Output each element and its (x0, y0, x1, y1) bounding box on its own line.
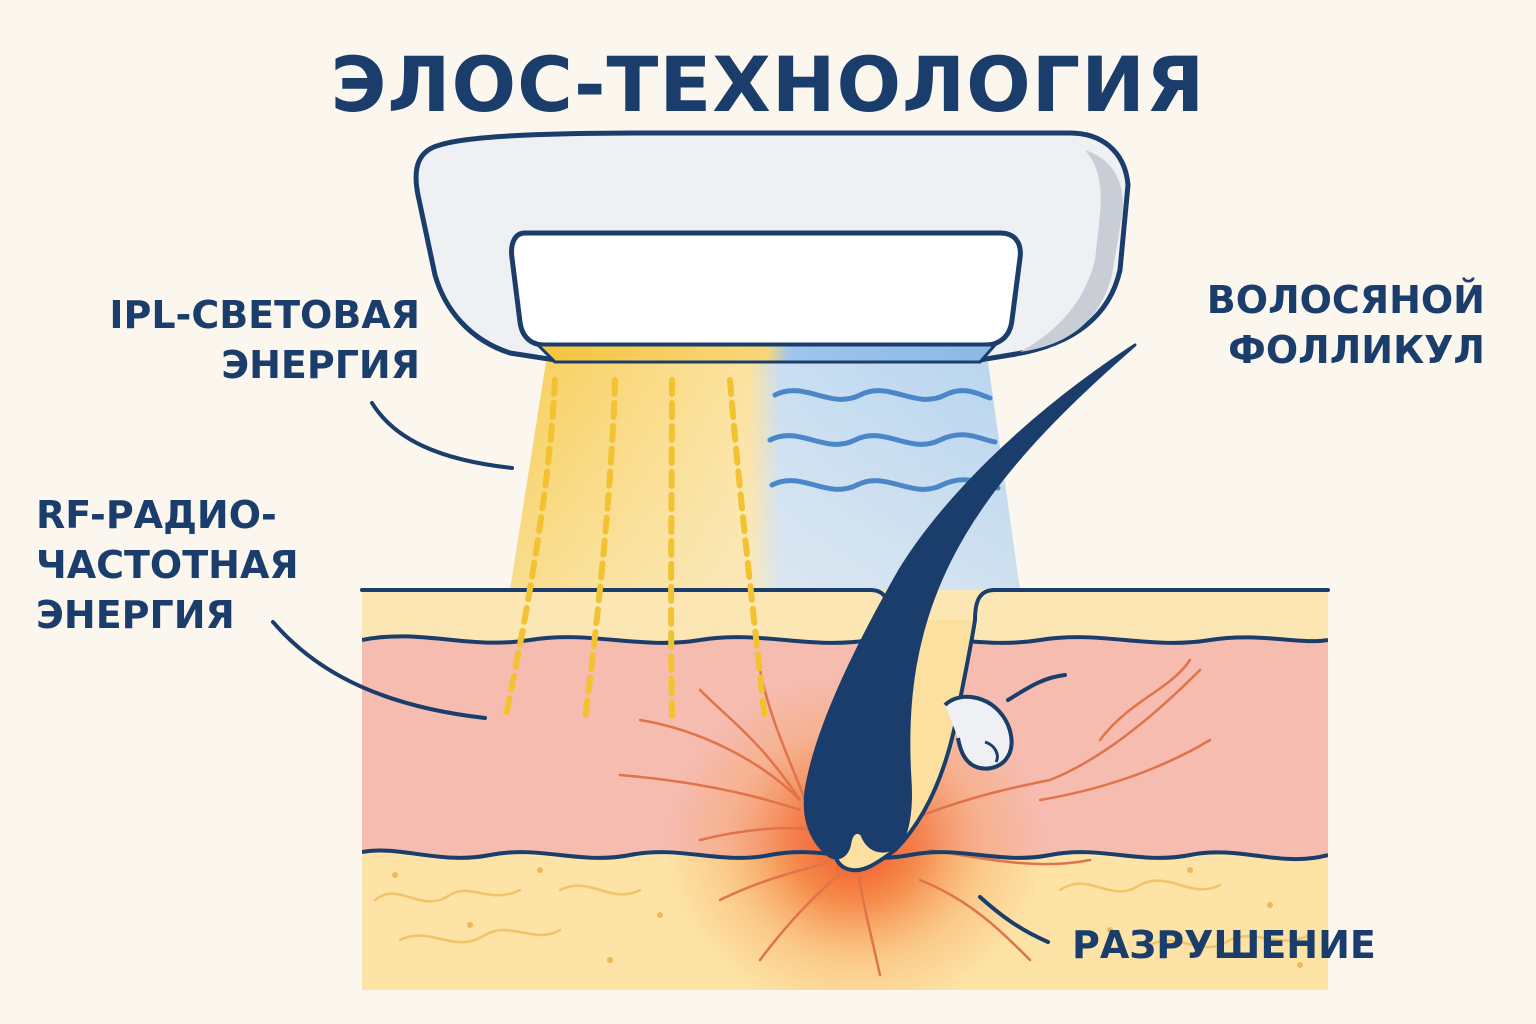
hair-shaft (803, 343, 1137, 860)
ipl-rays (502, 377, 768, 723)
epidermis-layer (362, 590, 1328, 643)
follicle-label: ВОЛОСЯНОЙ ФОЛЛИКУЛ (1140, 275, 1485, 375)
rf-label-line2: ЧАСТОТНАЯ (36, 543, 299, 587)
elos-device (413, 130, 1131, 364)
energy-beam (510, 362, 1020, 590)
blood-vessels (618, 658, 1212, 977)
rf-label-line1: RF-РАДИО- (36, 493, 277, 537)
follicle-label-line2: ФОЛЛИКУЛ (1228, 328, 1485, 372)
follicle-label-line1: ВОЛОСЯНОЙ (1206, 278, 1485, 322)
ipl-label-line2: ЭНЕРГИЯ (221, 343, 420, 387)
page-title: ЭЛОС-ТЕХНОЛОГИЯ (330, 40, 1206, 129)
emitter-strip (534, 343, 999, 364)
leader-lines (271, 401, 1050, 944)
device-window (509, 230, 1023, 348)
ipl-label-line1: IPL-СВЕТОВАЯ (109, 293, 420, 337)
rf-label-line3: ЭНЕРГИЯ (36, 593, 235, 637)
rf-label: RF-РАДИО- ЧАСТОТНАЯ ЭНЕРГИЯ (36, 490, 299, 640)
sebaceous-gland (943, 673, 1067, 771)
destruction-label: РАЗРУШЕНИЕ (1072, 923, 1376, 967)
ipl-label: IPL-СВЕТОВАЯ ЭНЕРГИЯ (80, 290, 420, 390)
rf-waves (767, 388, 1001, 492)
